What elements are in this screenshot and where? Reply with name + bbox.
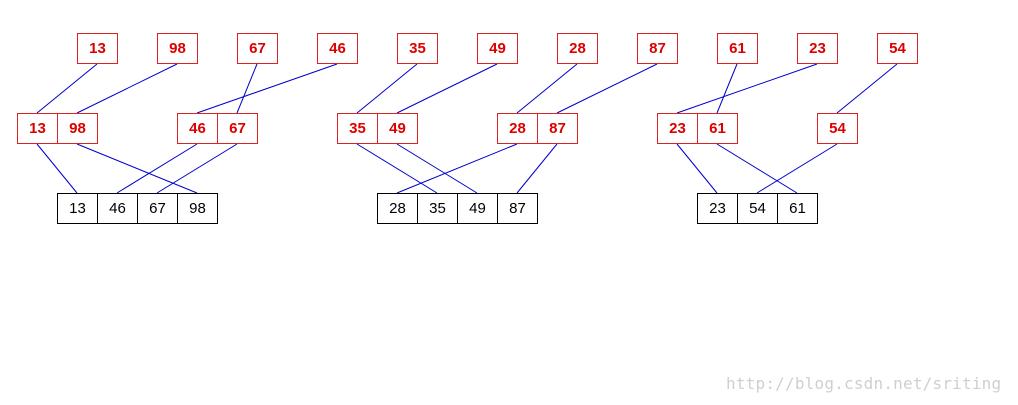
row3-group2-cell3: 49: [457, 193, 498, 224]
connector-line-3: [236, 63, 258, 114]
connector-line-14: [116, 143, 198, 194]
row1-box-10: 23: [797, 33, 838, 64]
connector-line-18: [396, 143, 518, 194]
connector-line-8: [556, 63, 658, 114]
connector-line-6: [396, 63, 498, 114]
connector-line-17: [396, 143, 478, 194]
connector-line-2: [76, 63, 178, 114]
connector-line-15: [156, 143, 238, 194]
row3-group1-cell1: 13: [57, 193, 98, 224]
row1-box-4: 46: [317, 33, 358, 64]
row2-pair2-cell1: 46: [177, 113, 218, 144]
row3-group3-cell3: 61: [777, 193, 818, 224]
connector-line-11: [836, 63, 898, 114]
connector-line-9: [716, 63, 738, 114]
row2-pair5-cell2: 61: [697, 113, 738, 144]
connector-line-22: [756, 143, 838, 194]
connector-line-5: [356, 63, 418, 114]
connector-line-16: [356, 143, 438, 194]
connector-line-13: [76, 143, 198, 194]
row2-pair4-cell2: 87: [537, 113, 578, 144]
row2-pair2-cell2: 67: [217, 113, 258, 144]
row2-pair4-cell1: 28: [497, 113, 538, 144]
row1-box-9: 61: [717, 33, 758, 64]
row1-box-8: 87: [637, 33, 678, 64]
connector-line-19: [516, 143, 558, 194]
row2-pair5-cell1: 23: [657, 113, 698, 144]
row1-box-2: 98: [157, 33, 198, 64]
connector-line-21: [716, 143, 798, 194]
row2-pair3-cell2: 49: [377, 113, 418, 144]
row1-box-7: 28: [557, 33, 598, 64]
connector-line-10: [676, 63, 818, 114]
watermark-url: http://blog.csdn.net/sriting: [726, 374, 1002, 393]
row1-box-11: 54: [877, 33, 918, 64]
row1-box-1: 13: [77, 33, 118, 64]
row2-pair1-cell2: 98: [57, 113, 98, 144]
row3-group2-cell2: 35: [417, 193, 458, 224]
row3-group1-cell2: 46: [97, 193, 138, 224]
connector-line-7: [516, 63, 578, 114]
connector-line-1: [36, 63, 98, 114]
row3-group3-cell2: 54: [737, 193, 778, 224]
connector-line-12: [36, 143, 78, 194]
row1-box-3: 67: [237, 33, 278, 64]
row2-pair3-cell1: 35: [337, 113, 378, 144]
row3-group1-cell3: 67: [137, 193, 178, 224]
connector-line-20: [676, 143, 718, 194]
connector-line-4: [196, 63, 338, 114]
row3-group1-cell4: 98: [177, 193, 218, 224]
row2-single-cell: 54: [817, 113, 858, 144]
row3-group2-cell1: 28: [377, 193, 418, 224]
row1-box-6: 49: [477, 33, 518, 64]
row3-group3-cell1: 23: [697, 193, 738, 224]
row3-group2-cell4: 87: [497, 193, 538, 224]
row2-pair1-cell1: 13: [17, 113, 58, 144]
row1-box-5: 35: [397, 33, 438, 64]
